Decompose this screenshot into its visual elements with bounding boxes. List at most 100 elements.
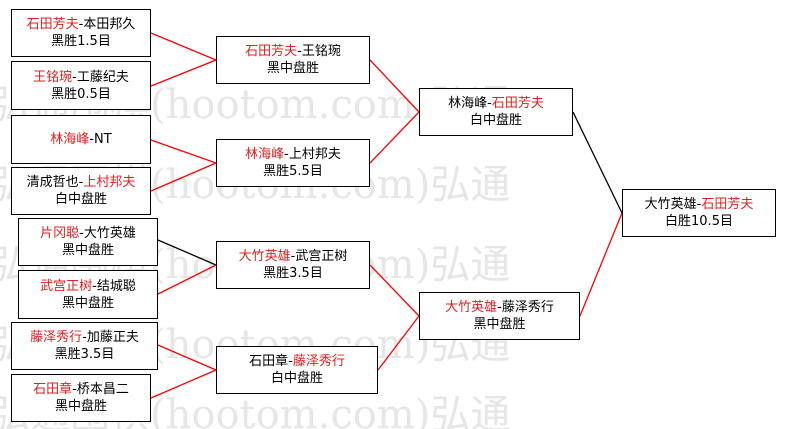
- player: 桥本昌二: [76, 382, 129, 397]
- player: 上村邦夫: [288, 147, 341, 162]
- match-result: 黑胜0.5目: [51, 86, 111, 102]
- separator: -: [72, 382, 77, 397]
- player-winner: 石田芳夫: [245, 44, 298, 59]
- player-winner: 林海峰: [245, 147, 285, 162]
- separator: -: [72, 69, 77, 85]
- match-box-r1m5: 片冈聪-大竹英雄 黑中盘胜: [18, 218, 158, 266]
- match-players: 大竹英雄-藤泽秀行: [445, 299, 554, 316]
- connector-line: [369, 111, 420, 164]
- player: 清成哲也: [26, 175, 79, 190]
- match-box-final: 大竹英雄-石田芳夫 白胜10.5目: [622, 189, 776, 237]
- player-winner: 石田芳夫: [701, 197, 754, 212]
- player: 林海峰: [448, 96, 488, 111]
- match-players: 片冈聪-大竹英雄: [40, 225, 136, 242]
- match-players: 清成哲也-上村邦夫: [27, 174, 136, 191]
- separator: -: [297, 44, 302, 59]
- connector-line: [369, 59, 420, 113]
- connector-line: [377, 315, 420, 371]
- separator: -: [82, 330, 87, 345]
- player-winner: 片冈聪: [40, 226, 80, 241]
- player: 石田章: [249, 354, 289, 369]
- match-result: 黑中盘胜: [473, 317, 526, 332]
- match-players: 藤泽秀行-加藤正夫: [30, 329, 139, 346]
- match-players: 林海峰-石田芳夫: [448, 95, 544, 112]
- match-result: 黑中盘胜: [61, 243, 114, 258]
- player-winner: 大竹英雄: [445, 300, 498, 315]
- connector-line: [157, 344, 217, 371]
- match-box-r3m1: 林海峰-石田芳夫 白中盘胜: [419, 88, 573, 136]
- match-players: 石田章-桥本昌二: [33, 381, 129, 398]
- match-box-r1m4: 清成哲也-上村邦夫 白中盘胜: [11, 167, 151, 215]
- match-box-r2m3: 大竹英雄-武宫正树 黑胜3.5目: [216, 241, 370, 289]
- match-result: 黑中盘胜: [54, 399, 107, 414]
- match-result: 白胜10.5目: [665, 214, 733, 229]
- player-winner: 王铭琬: [33, 69, 73, 85]
- separator: -: [78, 17, 84, 32]
- connector-line: [150, 32, 217, 61]
- player: 王铭琬: [301, 44, 341, 59]
- connector-line: [150, 369, 217, 399]
- separator: -: [92, 278, 97, 294]
- match-result: 白中盘胜: [270, 371, 323, 386]
- connector-line: [579, 212, 623, 317]
- player: 大竹英雄: [83, 226, 136, 241]
- player-winner: 林海峰: [50, 132, 90, 147]
- match-players: 林海峰-NT: [50, 131, 111, 148]
- player: 工藤纪夫: [76, 69, 129, 85]
- match-players: 武宫正树-结城聪: [40, 278, 136, 295]
- match-box-r1m6: 武宫正树-结城聪 黑中盘胜: [18, 270, 158, 319]
- match-players: 石田章-藤泽秀行: [249, 353, 345, 370]
- match-players: 石田芳夫-本田邦久: [27, 16, 136, 33]
- match-players: 王铭琬-工藤纪夫: [33, 69, 129, 86]
- player-winner: 大竹英雄: [238, 249, 291, 264]
- separator: -: [89, 132, 95, 147]
- match-result: 黑中盘胜: [266, 61, 319, 76]
- player: 武宫正树: [295, 249, 348, 264]
- match-players: 大竹英雄-武宫正树: [239, 248, 348, 265]
- match-players: 大竹英雄-石田芳夫: [645, 196, 754, 213]
- player: NT: [94, 132, 112, 147]
- match-box-r1m8: 石田章-桥本昌二 黑中盘胜: [11, 374, 151, 422]
- player: 结城聪: [96, 278, 136, 294]
- separator: -: [696, 197, 702, 212]
- match-box-r2m4: 石田章-藤泽秀行 白中盘胜: [216, 346, 378, 394]
- match-result: 白中盘胜: [54, 192, 107, 207]
- separator: -: [284, 147, 289, 162]
- player-winner: 上村邦夫: [83, 175, 136, 190]
- player: 本田邦久: [83, 17, 136, 32]
- connector-line: [369, 264, 420, 317]
- match-result: 白中盘胜: [469, 113, 522, 128]
- match-box-r1m7: 藤泽秀行-加藤正夫 黑胜3.5目: [11, 322, 158, 370]
- separator: -: [79, 226, 84, 241]
- match-box-r1m2: 王铭琬-工藤纪夫 黑胜0.5目: [11, 61, 151, 110]
- separator: -: [290, 249, 296, 264]
- player-winner: 石田芳夫: [26, 17, 79, 32]
- connector-line: [157, 264, 217, 295]
- connector-line: [572, 111, 623, 214]
- match-box-r3m2: 大竹英雄-藤泽秀行 黑中盘胜: [419, 292, 580, 340]
- separator: -: [288, 354, 293, 369]
- connector-line: [150, 139, 217, 164]
- match-players: 林海峰-上村邦夫: [245, 146, 341, 163]
- match-result: 黑胜3.5目: [263, 266, 323, 281]
- match-result: 黑胜3.5目: [54, 347, 115, 362]
- match-box-r1m3: 林海峰-NT: [11, 115, 151, 164]
- match-result: 黑胜5.5目: [263, 164, 323, 179]
- player: 大竹英雄: [644, 197, 697, 212]
- match-box-r2m1: 石田芳夫-王铭琬 黑中盘胜: [216, 36, 370, 84]
- player-winner: 石田芳夫: [491, 96, 544, 111]
- separator: -: [497, 300, 502, 315]
- connector-line: [150, 59, 217, 87]
- match-players: 石田芳夫-王铭琬: [245, 43, 341, 60]
- player-winner: 石田章: [33, 382, 73, 397]
- player-winner: 藤泽秀行: [292, 354, 345, 369]
- player-winner: 藤泽秀行: [30, 330, 83, 345]
- match-result: 黑中盘胜: [61, 295, 114, 311]
- player: 藤泽秀行: [501, 300, 554, 315]
- connector-line: [150, 162, 217, 192]
- connector-line: [157, 239, 217, 266]
- separator: -: [78, 175, 84, 190]
- match-result: 黑胜1.5目: [51, 34, 111, 49]
- match-box-r2m2: 林海峰-上村邦夫 黑胜5.5目: [216, 139, 370, 187]
